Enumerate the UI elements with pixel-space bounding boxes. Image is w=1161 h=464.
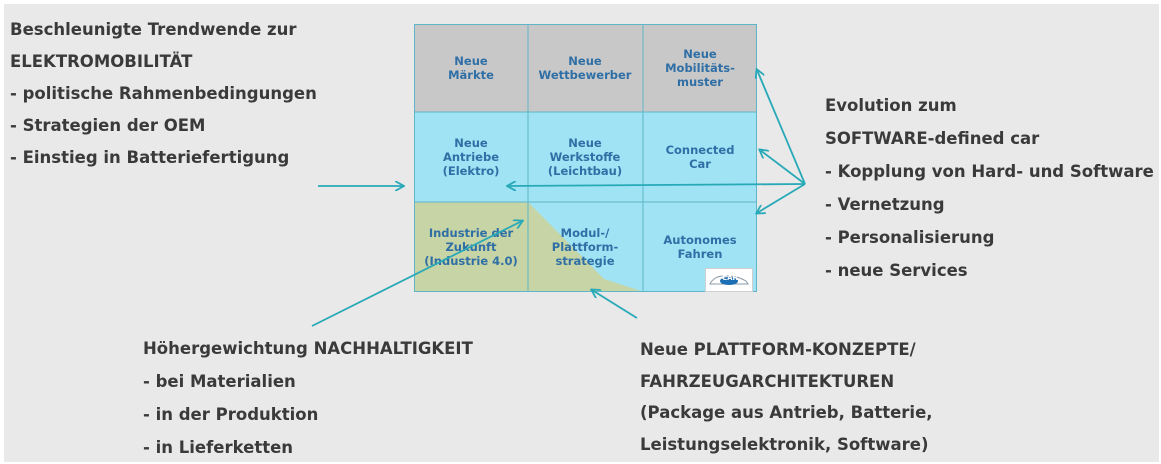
cell-label: Neue Werkstoffe (Leichtbau) (547, 136, 623, 178)
software-line: Evolution zum (825, 96, 957, 115)
cell-autonomes-fahren: Autonomes Fahren (643, 202, 757, 292)
arrow-software-to-mobility (757, 70, 806, 185)
arrow-software-to-autonomous (757, 183, 806, 213)
car-logo: CAR (705, 268, 753, 292)
arrow-software-to-connected (760, 150, 806, 185)
cell-label: Connected Car (665, 143, 735, 171)
cell-neue-antriebe: Neue Antriebe (Elektro) (414, 112, 528, 202)
cell-connected-car: Connected Car (643, 112, 757, 202)
electromobility-line: Beschleunigte Trendwende zur (10, 20, 297, 39)
sustainability-text-block: Höhergewichtung NACHHALTIGKEIT - bei Mat… (143, 332, 473, 464)
cell-label: Modul-/ Plattform- strategie (551, 226, 619, 268)
cell-label: Neue Mobilitäts- muster (665, 47, 735, 89)
cell-neue-werkstoffe: Neue Werkstoffe (Leichtbau) (528, 112, 642, 202)
cell-label: Neue Antriebe (Elektro) (442, 136, 500, 178)
cell-neue-wettbewerber: Neue Wettbewerber (528, 24, 642, 112)
arrow-software-to-antriebe (508, 184, 806, 186)
electromobility-line: - Strategien der OEM (10, 116, 206, 135)
arrow-sustainability (311, 221, 522, 327)
cell-industrie-der-zukunft: Industrie der Zukunft (Industrie 4.0) (414, 202, 528, 292)
matrix-row-top (414, 24, 757, 112)
sustainability-line: - bei Materialien (143, 372, 296, 391)
cell-neue-mobilitaetsmuster: Neue Mobilitäts- muster (643, 24, 757, 112)
electromobility-line: ELEKTROMOBILITÄT (10, 52, 193, 71)
electromobility-text-block: Beschleunigte Trendwende zur ELEKTROMOBI… (10, 14, 317, 174)
platform-line: FAHRZEUGARCHITEKTUREN (640, 371, 895, 391)
cell-neue-maerkte: Neue Märkte (414, 24, 528, 112)
software-line: - Kopplung von Hard- und Software (825, 162, 1154, 181)
matrix-row-middle (414, 112, 757, 202)
platform-line: Leistungselektronik, Software) (640, 434, 929, 454)
software-line: - Vernetzung (825, 195, 945, 214)
software-defined-car-text-block: Evolution zum SOFTWARE-defined car - Kop… (825, 89, 1154, 287)
car-outline-icon (709, 275, 749, 285)
sustainability-line: - in der Produktion (143, 405, 319, 424)
cell-label: Industrie der Zukunft (Industrie 4.0) (424, 226, 518, 268)
platform-concepts-text-block: Neue PLATTFORM-KONZEPTE/ FAHRZEUGARCHITE… (640, 334, 933, 460)
cell-label: Autonomes Fahren (663, 233, 737, 261)
software-line: SOFTWARE-defined car (825, 129, 1040, 148)
cell-label: Neue Märkte (448, 54, 494, 82)
arrow-platform (592, 290, 638, 319)
matrix-grid (414, 24, 757, 292)
platform-line: (Package aus Antrieb, Batterie, (640, 403, 933, 422)
matrix-row-bottom-green (414, 202, 644, 292)
software-line: - Personalisierung (825, 228, 995, 247)
logo-text: CAR (722, 274, 738, 282)
sustainability-line: - in Lieferketten (143, 438, 294, 457)
platform-line: Neue PLATTFORM-KONZEPTE/ (640, 340, 916, 359)
electromobility-line: - Einstieg in Batteriefertigung (10, 148, 290, 167)
cell-modul-plattformstrategie: Modul-/ Plattform- strategie (528, 202, 642, 292)
electromobility-line: - politische Rahmenbedingungen (10, 84, 317, 103)
sustainability-line: Höhergewichtung NACHHALTIGKEIT (143, 339, 473, 358)
software-line: - neue Services (825, 261, 968, 280)
cell-label: Neue Wettbewerber (538, 54, 632, 82)
